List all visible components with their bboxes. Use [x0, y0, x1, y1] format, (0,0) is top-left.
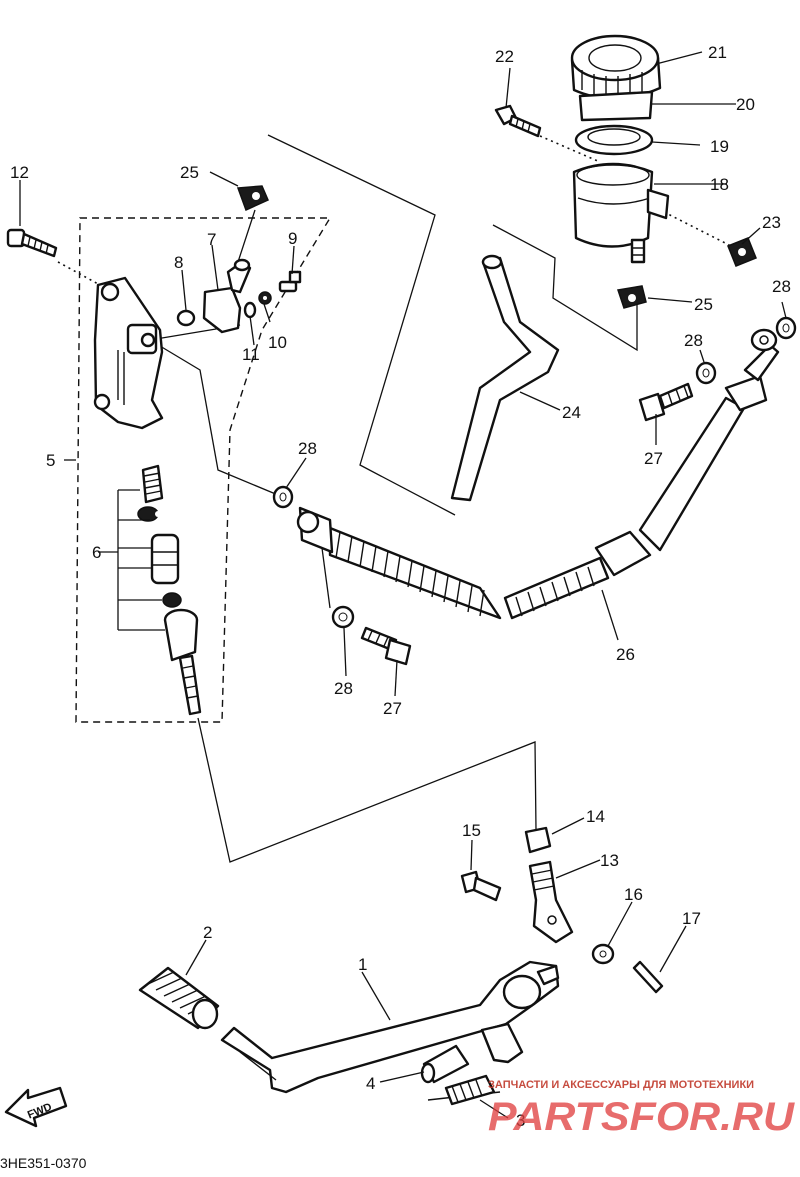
bolt-22 [494, 104, 542, 138]
diagram-code: 3HE351-0370 [0, 1155, 87, 1171]
union-bolt-27-b [360, 626, 412, 666]
assembly-outline [75, 217, 332, 723]
washer-28-c [695, 361, 717, 385]
sleeve-4 [420, 1044, 470, 1084]
clip-axis-line [663, 211, 736, 249]
clamp-25-upper [236, 185, 269, 212]
callout-13: 13 [600, 851, 619, 870]
hose-routing-line [267, 134, 456, 516]
callout-7: 7 [207, 230, 216, 249]
watermark-caption: ЗАПЧАСТИ И АКСЕССУАРЫ ДЛЯ МОТОТЕХНИКИ [488, 1079, 754, 1091]
washer-28-b [331, 605, 355, 629]
bolt-axis-line [57, 261, 101, 286]
callout-10: 10 [268, 333, 287, 352]
piston-kit-6 [98, 464, 202, 716]
callout-8: 8 [174, 253, 183, 272]
brake-hose-26 [296, 328, 780, 620]
callout-3: 3 [516, 1111, 525, 1130]
watermark-logo: PARTSFOR.RU [488, 1095, 795, 1139]
brake-pedal-1 [220, 960, 560, 1094]
reservoir-body-18 [572, 162, 670, 264]
bolt-12 [6, 228, 58, 258]
leader-lines [19, 51, 787, 1119]
reservoir-routing-line [492, 224, 638, 352]
callout-22: 22 [495, 47, 514, 66]
callout-28-lower: 28 [334, 679, 353, 698]
callout-18: 18 [710, 175, 729, 194]
callout-21: 21 [708, 43, 727, 62]
callout-28-hose: 28 [298, 439, 317, 458]
clamp-25-lower [617, 285, 647, 309]
callout-12: 12 [10, 163, 29, 182]
callout-labels: 1 2 3 4 5 6 7 8 9 10 11 12 13 14 15 16 1… [10, 43, 791, 1130]
callout-25-lower: 25 [694, 295, 713, 314]
pin-15 [460, 870, 502, 902]
reservoir-cap-21 [570, 34, 662, 100]
callout-26: 26 [616, 645, 635, 664]
callout-20: 20 [736, 95, 755, 114]
banjo-bolt-axis-line [321, 547, 331, 609]
pushrod-routing-line [197, 717, 537, 863]
callout-27-right: 27 [644, 449, 663, 468]
callout-27-lower: 27 [383, 699, 402, 718]
reservoir-hose-24 [450, 254, 560, 502]
callout-17: 17 [682, 909, 701, 928]
callout-28-mid: 28 [684, 331, 703, 350]
reservoir-plate-20 [578, 90, 654, 122]
callout-23: 23 [762, 213, 781, 232]
hose-fitting-group [176, 258, 302, 334]
footrest-rubber-2 [138, 966, 220, 1030]
washer-28-d [775, 316, 797, 340]
callout-4: 4 [366, 1074, 375, 1093]
callout-16: 16 [624, 885, 643, 904]
callout-14: 14 [586, 807, 605, 826]
callout-19: 19 [710, 137, 729, 156]
callout-15: 15 [462, 821, 481, 840]
callout-1: 1 [358, 955, 367, 974]
grommet-23 [727, 237, 757, 267]
callout-6: 6 [92, 543, 101, 562]
banjo-routing-line [149, 339, 291, 501]
fwd-arrow-icon: FWD [4, 1086, 68, 1128]
watermark: ЗАПЧАСТИ И АКСЕССУАРЫ ДЛЯ МОТОТЕХНИКИ PA… [488, 1079, 795, 1139]
master-cylinder-body-5 [93, 276, 164, 430]
washer-28-a [272, 485, 294, 509]
reservoir-diaphragm-19 [574, 124, 654, 156]
clevis-13 [528, 860, 574, 944]
callout-28-far: 28 [772, 277, 791, 296]
washer-16 [591, 943, 615, 965]
callout-9: 9 [288, 229, 297, 248]
clamp-link-line [237, 209, 256, 263]
cotter-pin-17 [632, 960, 664, 994]
callout-5: 5 [46, 451, 55, 470]
reservoir-bolt-axis-line [539, 135, 601, 163]
callout-25-upper: 25 [180, 163, 199, 182]
callout-11: 11 [242, 345, 260, 364]
callout-2: 2 [203, 923, 212, 942]
return-spring-3 [427, 1074, 501, 1106]
union-bolt-27-a [638, 382, 694, 422]
callout-24: 24 [562, 403, 581, 422]
nut-14 [524, 826, 552, 854]
